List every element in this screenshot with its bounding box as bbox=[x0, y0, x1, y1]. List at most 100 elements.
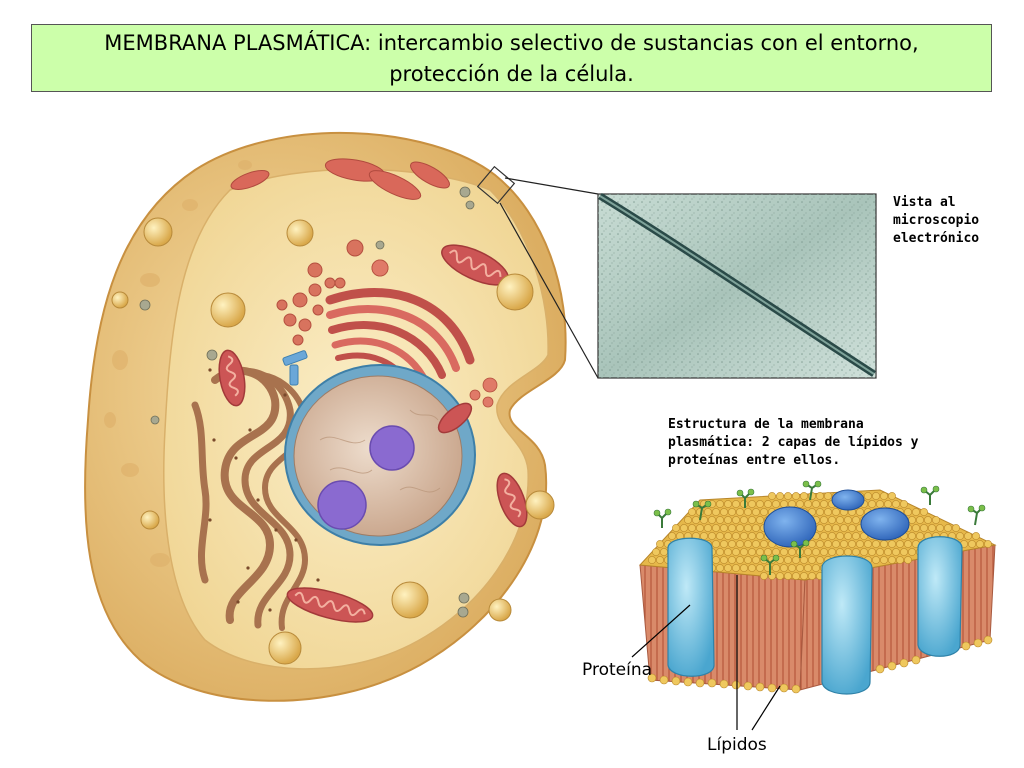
lipid-head bbox=[936, 524, 944, 532]
lipid-head bbox=[784, 492, 792, 500]
lipid-head bbox=[780, 564, 788, 572]
lipid-head bbox=[756, 500, 764, 508]
lipid-head bbox=[704, 524, 712, 532]
lipid-head bbox=[880, 556, 888, 564]
lipid-head bbox=[732, 500, 740, 508]
lipid-head bbox=[800, 572, 808, 580]
lipid-head bbox=[724, 516, 732, 524]
carbohydrate-beads bbox=[653, 480, 986, 562]
small-granules bbox=[139, 186, 475, 618]
lipid-head bbox=[744, 524, 752, 532]
lipid-head bbox=[880, 492, 888, 500]
lipid-head bbox=[716, 564, 724, 572]
lipid-head bbox=[820, 516, 828, 524]
microscope-label-line-2: microscopio bbox=[893, 213, 980, 228]
structure-label: Estructura de la membrana plasmática: 2 … bbox=[668, 416, 918, 470]
title-box: MEMBRANA PLASMÁTICA: intercambio selecti… bbox=[31, 24, 992, 92]
lipid-head bbox=[832, 508, 840, 516]
title-line-1: MEMBRANA PLASMÁTICA: intercambio selecti… bbox=[104, 31, 919, 55]
lipid-head bbox=[796, 564, 804, 572]
lipid-head bbox=[868, 500, 876, 508]
lipid-head bbox=[864, 492, 872, 500]
lipid-head bbox=[816, 540, 824, 548]
lipid-head bbox=[824, 508, 832, 516]
lipid-head bbox=[912, 508, 920, 516]
lipid-head bbox=[848, 540, 856, 548]
lipid-head bbox=[672, 524, 680, 532]
lipid-head bbox=[836, 532, 844, 540]
lipid-head bbox=[952, 524, 960, 532]
lipid-head bbox=[848, 524, 856, 532]
lipid-head bbox=[716, 548, 724, 556]
lipid-head bbox=[824, 540, 832, 548]
lipid-head bbox=[896, 556, 904, 564]
lipid-head bbox=[688, 508, 696, 516]
pointer-lines bbox=[631, 575, 781, 731]
small-red-vesicles bbox=[371, 259, 498, 408]
lipid-head bbox=[700, 532, 708, 540]
lipid-head bbox=[776, 572, 784, 580]
lipid-head bbox=[884, 548, 892, 556]
lipid-head bbox=[800, 492, 808, 500]
lipid-head bbox=[756, 548, 764, 556]
lipid-head bbox=[732, 548, 740, 556]
title-line-2: protección de la célula. bbox=[389, 62, 634, 86]
lipid-head bbox=[768, 492, 776, 500]
lipid-head bbox=[972, 532, 980, 540]
lipid-head bbox=[820, 532, 828, 540]
lipid-head bbox=[828, 548, 836, 556]
lipid-head bbox=[892, 500, 900, 508]
lipid-head bbox=[752, 556, 760, 564]
lipid-head bbox=[892, 548, 900, 556]
lipid-head bbox=[872, 492, 880, 500]
lipid-head bbox=[932, 516, 940, 524]
lipid-head bbox=[776, 492, 784, 500]
lipid-head bbox=[844, 516, 852, 524]
lipid-head bbox=[744, 508, 752, 516]
lipid-head bbox=[748, 548, 756, 556]
lipid-head bbox=[888, 540, 896, 548]
lipid-head bbox=[716, 516, 724, 524]
lipid-head bbox=[736, 540, 744, 548]
lipid-head bbox=[856, 540, 864, 548]
lipid-head bbox=[760, 508, 768, 516]
lipid-head bbox=[784, 572, 792, 580]
lipid-head bbox=[716, 500, 724, 508]
lipid-head bbox=[772, 500, 780, 508]
lipid-head bbox=[820, 500, 828, 508]
lipid-head bbox=[956, 532, 964, 540]
lipid-head bbox=[792, 492, 800, 500]
lipid-head bbox=[748, 516, 756, 524]
lipid-head bbox=[736, 508, 744, 516]
lipid-head bbox=[908, 548, 916, 556]
lipid-head bbox=[804, 500, 812, 508]
lipid-head bbox=[684, 516, 692, 524]
lipid-head bbox=[908, 516, 916, 524]
protein-pointer-line bbox=[631, 604, 691, 658]
lipid-head bbox=[904, 540, 912, 548]
lipid-head bbox=[852, 532, 860, 540]
lipid-head bbox=[732, 564, 740, 572]
lipid-head bbox=[884, 500, 892, 508]
lipid-head bbox=[888, 492, 896, 500]
lipid-head bbox=[796, 500, 804, 508]
lipid-heads-bottom bbox=[647, 635, 993, 694]
lipid-head bbox=[728, 540, 736, 548]
lipid-head bbox=[652, 548, 660, 556]
lipid-head bbox=[820, 548, 828, 556]
lipid-head bbox=[888, 556, 896, 564]
lipid-head bbox=[668, 532, 676, 540]
lipid-head bbox=[808, 540, 816, 548]
lipid-head bbox=[728, 556, 736, 564]
lipid-head bbox=[756, 564, 764, 572]
lipid-head bbox=[908, 532, 916, 540]
lipid-head bbox=[912, 524, 920, 532]
vesicles bbox=[111, 217, 555, 665]
lipid-head bbox=[840, 540, 848, 548]
lipid-head bbox=[748, 500, 756, 508]
lipid-head bbox=[724, 548, 732, 556]
lipid-head bbox=[792, 556, 800, 564]
lipid-head bbox=[816, 556, 824, 564]
lipid-head bbox=[896, 540, 904, 548]
